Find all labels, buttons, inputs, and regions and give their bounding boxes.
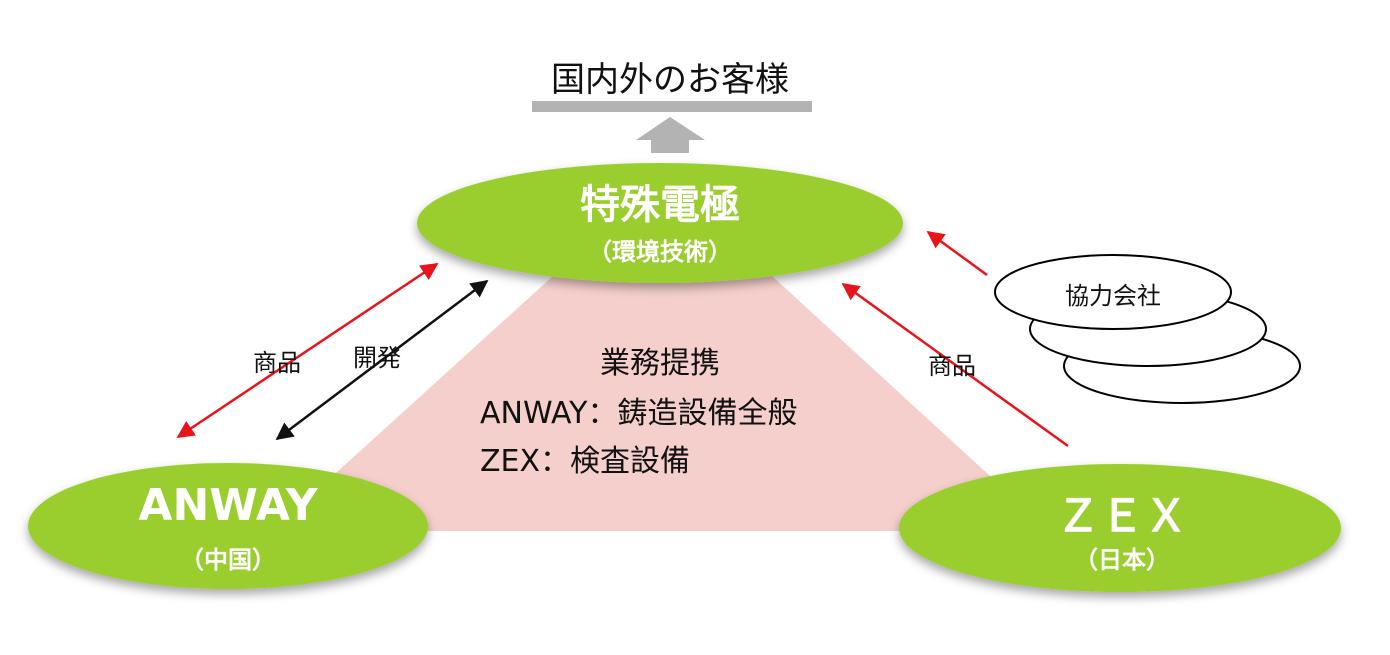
center-node-oval [417, 163, 903, 283]
collaboration-triangle [272, 276, 1050, 531]
collaboration-heading: 業務提携 [600, 346, 720, 381]
left-black-arrow-label: 開発 [353, 344, 401, 372]
left-node-title: ANWAY [138, 480, 318, 531]
center-node-subtitle: （環境技術） [588, 238, 732, 266]
right-red-arrow [841, 282, 1069, 448]
right-red-arrow-label: 商品 [928, 352, 976, 380]
left-node-subtitle: （中国） [180, 546, 276, 574]
left-red-arrow-label: 商品 [253, 349, 301, 377]
up-arrow-icon [636, 117, 705, 153]
customers-label: 国内外のお客様 [551, 60, 789, 100]
center-node-title: 特殊電極 [580, 182, 740, 228]
partner-red-arrow [926, 230, 988, 277]
collaboration-line-anway: ANWAY：鋳造設備全般 [480, 396, 798, 431]
right-node-oval [899, 464, 1341, 592]
left-node-oval [28, 463, 428, 589]
right-node-title: ＺＥＸ [1056, 491, 1188, 542]
left-black-double-arrow [275, 279, 489, 441]
right-node-subtitle: （日本） [1074, 546, 1170, 574]
partner-label: 協力会社 [1065, 282, 1161, 310]
customers-underline [532, 101, 812, 112]
partner-oval-front [994, 254, 1232, 330]
collaboration-line-zex: ZEX：検査設備 [480, 444, 691, 479]
